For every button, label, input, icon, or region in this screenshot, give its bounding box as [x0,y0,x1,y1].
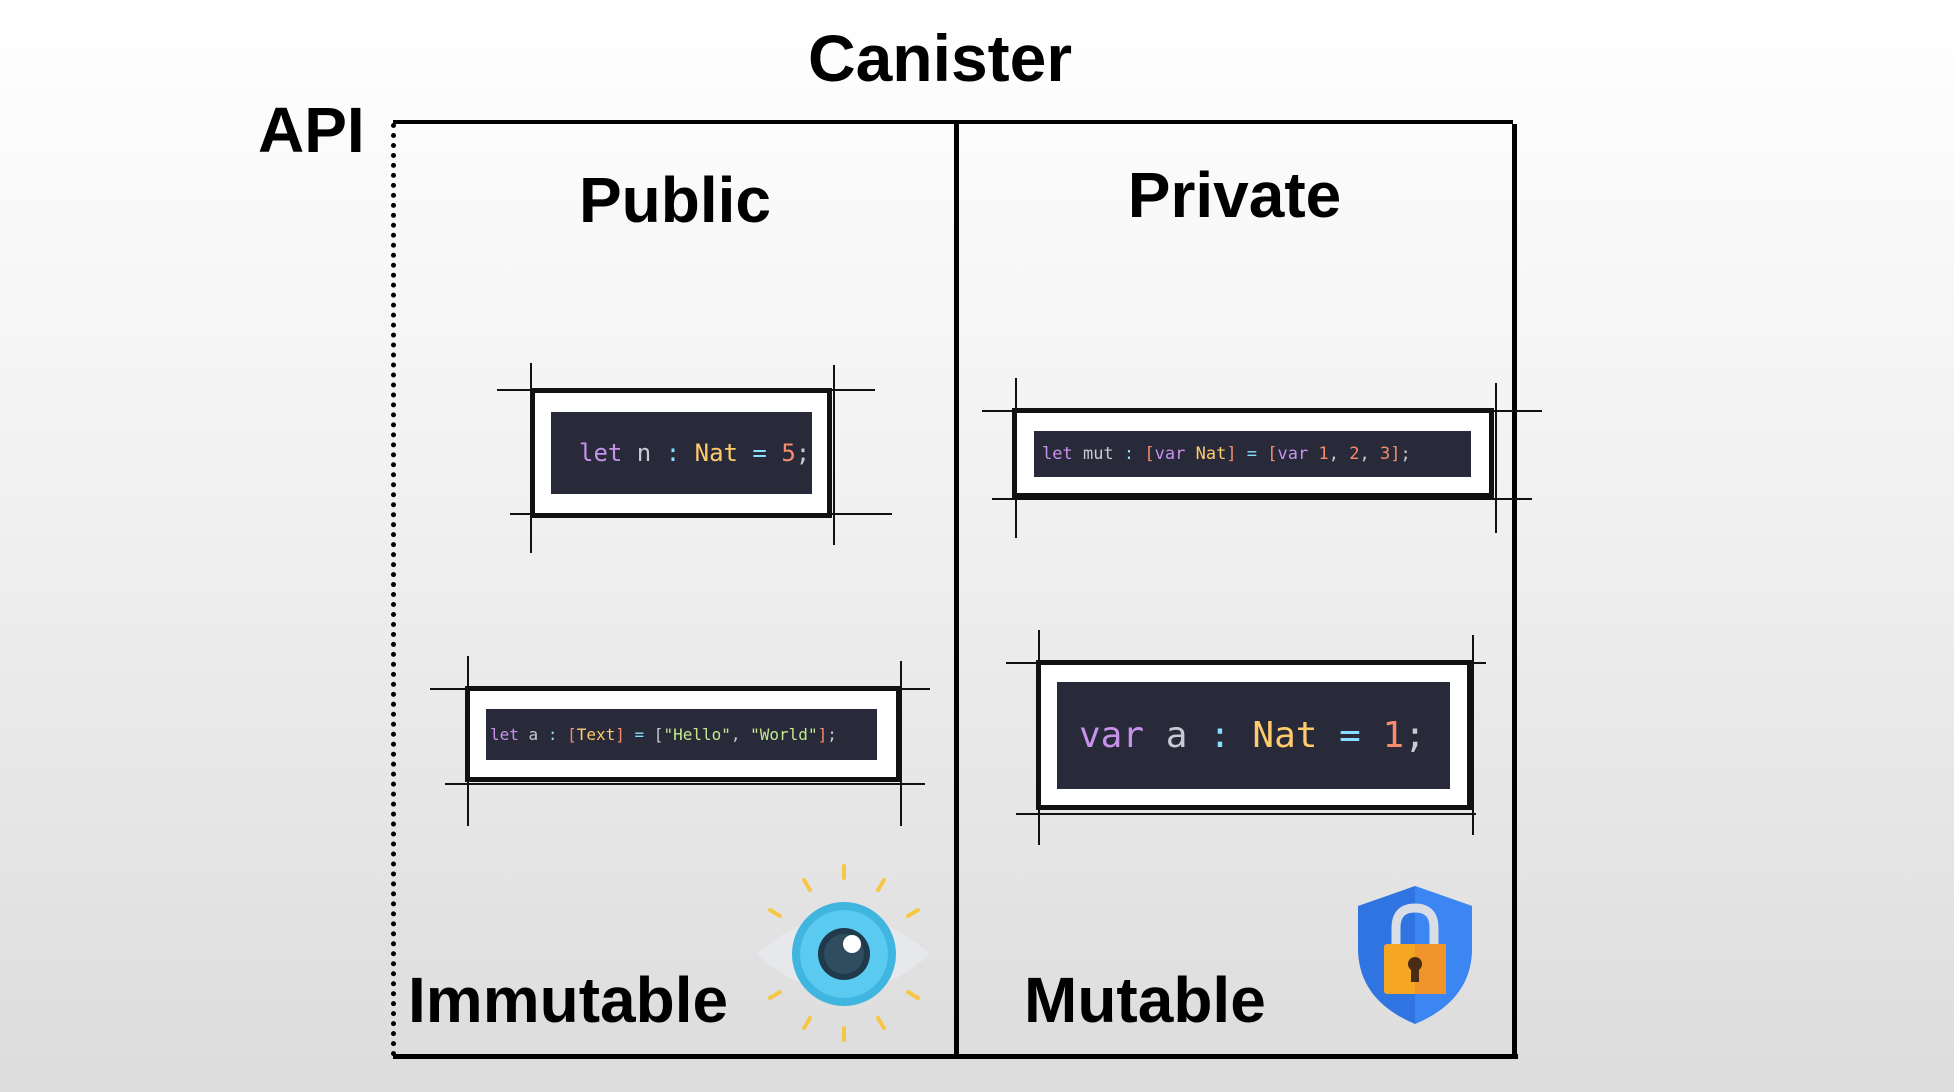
canister-frame-right [1512,124,1517,1059]
immutable-label: Immutable [408,964,729,1036]
api-boundary-dotted [391,123,396,1057]
canister-title: Canister [807,21,1073,95]
canister-frame-top [393,120,1513,124]
canister-divider [954,124,959,1057]
private-code-snippet-1: let mut : [var Nat] = [var 1, 2, 3]; [1034,431,1471,477]
eye-icon [756,864,930,1042]
api-label: API [258,94,365,166]
public-code-snippet-2: let a : [Text] = ["Hello", "World"]; [486,709,877,760]
private-code-snippet-2: var a : Nat = 1; [1057,682,1450,789]
lock-shield-icon [1358,886,1472,1024]
public-code-snippet-1: let n : Nat = 5; [551,412,812,494]
private-heading: Private [1127,159,1342,231]
public-heading: Public [578,164,772,236]
mutable-label: Mutable [1024,964,1266,1036]
